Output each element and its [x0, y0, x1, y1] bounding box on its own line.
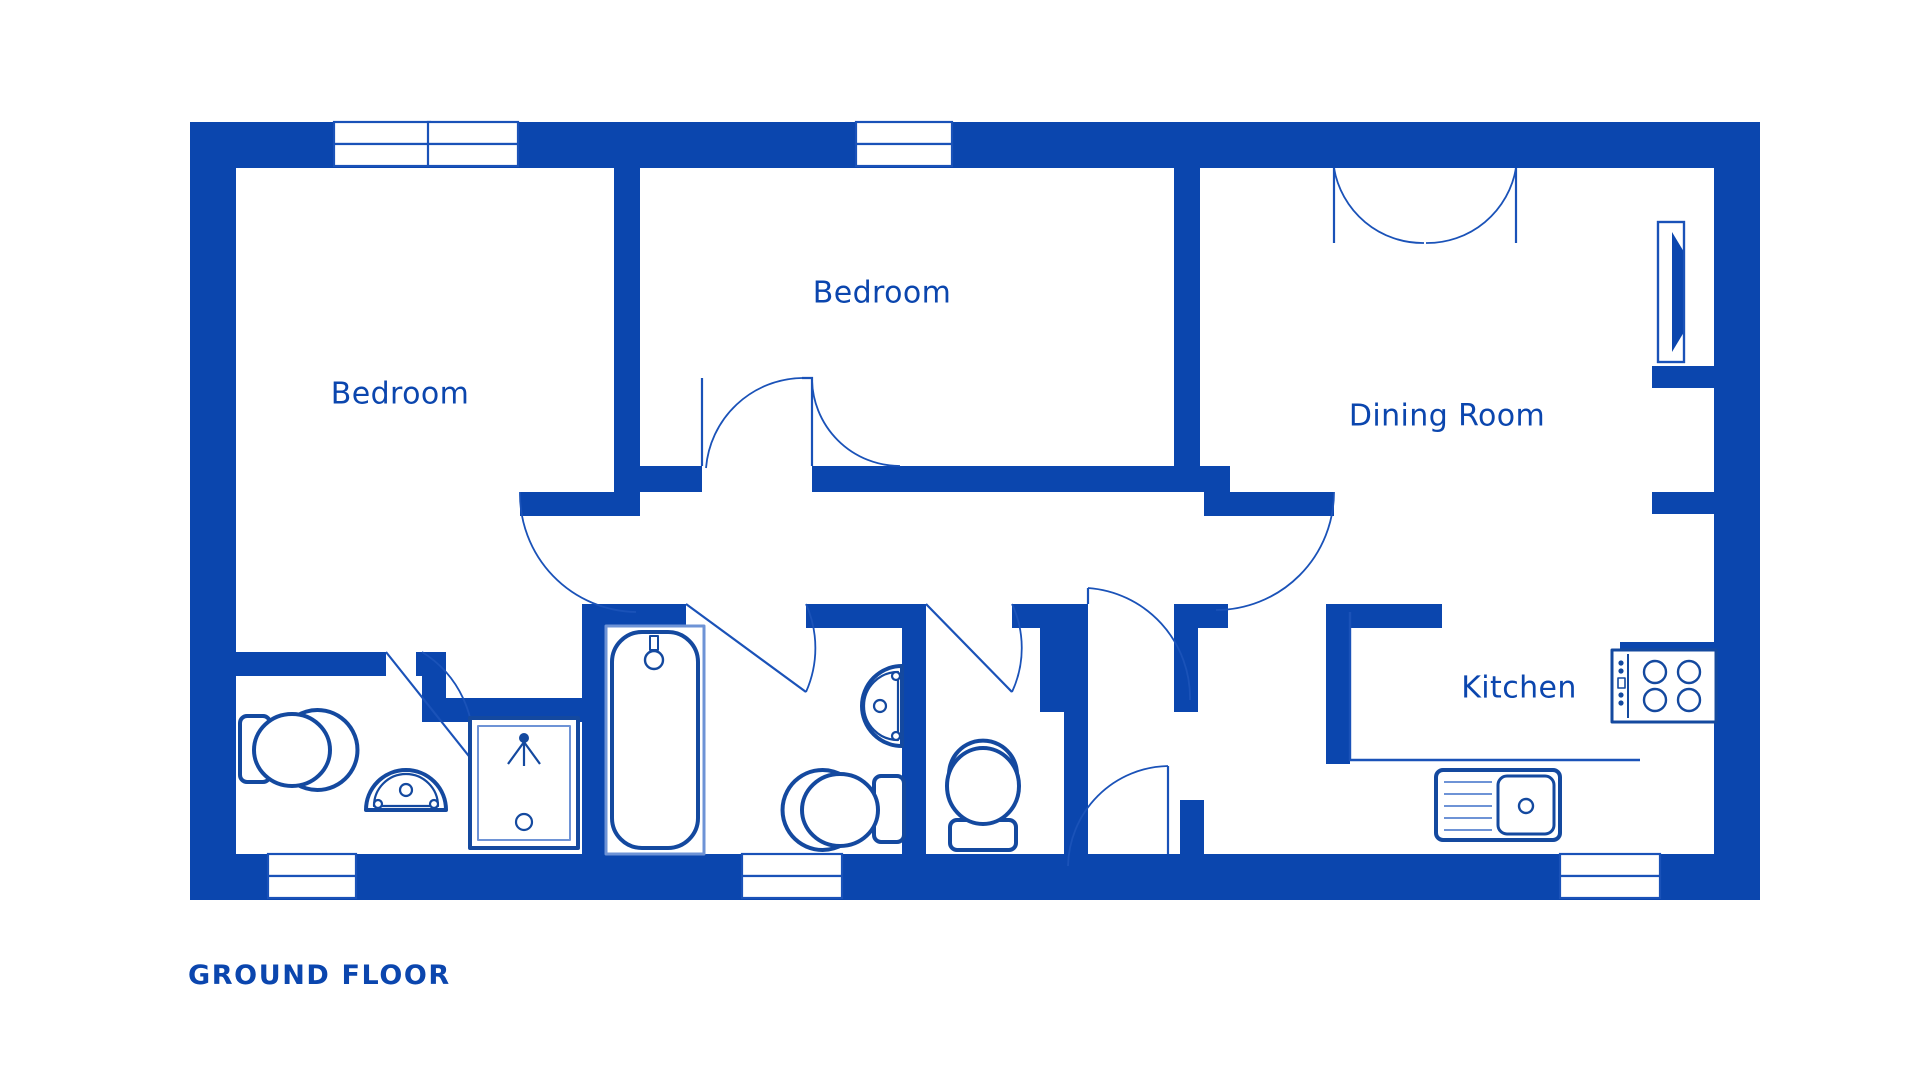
wall-bedroom-mid-south	[812, 466, 1230, 492]
floor-title: GROUND FLOOR	[188, 960, 451, 991]
windows-group	[266, 120, 1686, 900]
wall-hall-right-north	[1174, 604, 1228, 628]
wall-wc-mid-east	[1064, 604, 1088, 854]
wall-hall-north-left	[520, 492, 640, 516]
kitchen-sink	[1434, 768, 1562, 842]
bathtub	[604, 624, 706, 856]
shower-enclosure	[468, 716, 580, 850]
door-wc-mid	[925, 603, 1023, 693]
toilet-wc-mid	[945, 738, 1021, 852]
walls-group	[190, 122, 1760, 900]
window-bottom-2	[740, 852, 844, 900]
kitchen-hob	[1610, 648, 1718, 724]
door-bedroom-mid	[700, 376, 901, 469]
kitchen-counter-outline	[1348, 612, 1640, 762]
wall-hall-entry-stub	[1180, 800, 1204, 856]
window-bottom-3	[1558, 852, 1662, 900]
door-bathroom	[685, 603, 817, 693]
wall-hall-north-right	[1204, 492, 1334, 516]
wash-basin-wc-left	[364, 768, 448, 812]
toilet-bathroom	[780, 768, 906, 852]
wall-bathroom-north	[582, 604, 686, 628]
toilet-wc-left	[238, 708, 360, 792]
wall-kitchen-west	[1326, 612, 1350, 764]
wall-wc-mid-west	[1040, 628, 1064, 712]
window-bottom-1	[266, 852, 358, 900]
fixtures-group	[238, 624, 1718, 856]
window-right-1	[1656, 220, 1686, 364]
partition-wall-bedrooms	[614, 122, 640, 482]
door-hall-right	[1086, 587, 1191, 701]
window-top-3	[854, 120, 954, 168]
entrance-door	[1067, 765, 1170, 867]
wall-bathroom-west	[582, 604, 606, 854]
double-door-dining	[1332, 167, 1518, 244]
door-hall-left	[519, 491, 637, 613]
wash-basin-bathroom	[860, 664, 904, 748]
wall-dining-north-stub	[1174, 122, 1334, 168]
partition-wall-bedroom-dining	[1174, 168, 1200, 482]
door-hall-arc-right	[1215, 491, 1335, 611]
wall-east-stub-2	[1652, 492, 1714, 514]
window-top-1	[332, 120, 432, 168]
wall-wc-left-north	[236, 652, 386, 676]
wall-kitchen-north	[1326, 604, 1442, 628]
wall-bedroom-mid-south-left	[614, 466, 702, 492]
wall-east-stub-1	[1652, 366, 1714, 388]
window-top-2	[426, 120, 520, 168]
